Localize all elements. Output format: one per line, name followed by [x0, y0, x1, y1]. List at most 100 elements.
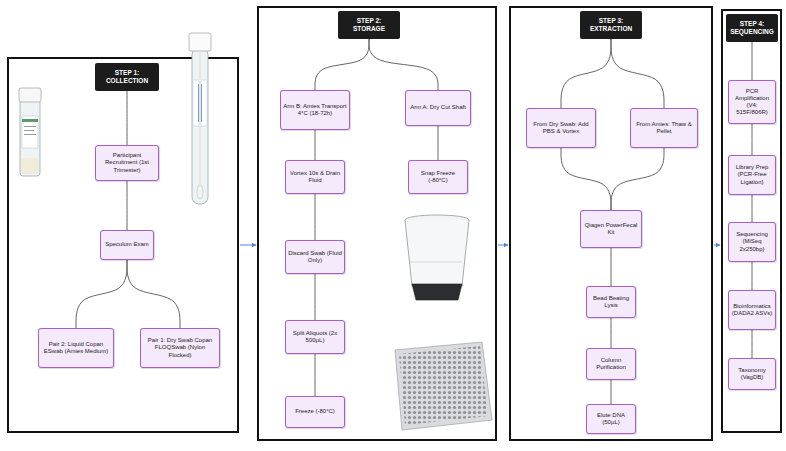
process-box: Arm B: Amies Transport 4°C (18-72h) — [280, 90, 350, 130]
connector-group — [752, 124, 753, 155]
cryo-tube — [405, 215, 469, 300]
tube-wall — [405, 220, 469, 286]
process-box: Split Aliquots (2x 500µL) — [285, 320, 345, 354]
connector-line — [611, 148, 664, 210]
flow-arrow — [714, 245, 720, 246]
step-panel — [722, 10, 781, 432]
step-panel — [510, 7, 712, 440]
connector-group — [315, 39, 369, 90]
connector-line — [76, 260, 127, 328]
connector-line — [752, 124, 753, 155]
tube-body — [192, 48, 208, 204]
tube-cap — [412, 284, 462, 300]
process-box: From Amies: Thaw & Pellet — [630, 108, 698, 148]
box-text: From Dry Swab: Add PBS & Vortex — [529, 121, 593, 135]
connector-line — [438, 126, 439, 160]
connector-group — [315, 194, 316, 240]
process-box: Pair 2: Liquid Copan ESwab (Amies Medium… — [38, 328, 114, 368]
process-box: Elute DNA (50µL) — [586, 404, 636, 434]
box-text: Arm A: Dry Cut Shaft — [410, 104, 466, 111]
connector-line — [561, 148, 611, 210]
connector-group — [315, 274, 316, 320]
process-box: Taxonomy (VagDB) — [728, 358, 776, 390]
box-text: Arm B: Amies Transport 4°C (18-72h) — [283, 103, 347, 117]
connector-line — [611, 380, 612, 404]
box-text: Column Purification — [589, 357, 633, 371]
box-text: Sequencing (MiSeq 2x250bp) — [731, 231, 773, 253]
box-text: Discard Swab (Fluid Only) — [288, 250, 342, 264]
connector-group — [611, 248, 612, 286]
rack-frame — [395, 342, 492, 430]
step-header: STEP 4: SEQUENCING — [726, 14, 778, 42]
flow-arrow — [498, 245, 508, 246]
process-box: Snap Freeze (-80°C) — [408, 160, 468, 194]
swab-tip — [197, 185, 203, 199]
connector-group — [752, 330, 753, 358]
vial-label — [22, 116, 38, 148]
connector-line — [752, 42, 753, 80]
connector-group — [752, 195, 753, 222]
header-text: STEP 4: SEQUENCING — [729, 20, 775, 36]
box-text: Snap Freeze (-80°C) — [411, 170, 465, 184]
box-text: Freeze (-80°C) — [295, 408, 335, 415]
tube-line — [410, 262, 462, 263]
header-text: STEP 1: COLLECTION — [98, 69, 156, 85]
connector-group — [127, 260, 180, 328]
swab-shaft — [199, 51, 201, 188]
connector-line — [127, 181, 128, 230]
flow-arrow — [240, 245, 256, 246]
process-box: Discard Swab (Fluid Only) — [285, 240, 345, 274]
process-box: Freeze (-80°C) — [285, 396, 345, 428]
box-text: Split Aliquots (2x 500µL) — [288, 330, 342, 344]
process-box: PCR Amplification (V4: 515F/806R) — [728, 80, 776, 124]
rack-wells — [399, 346, 488, 425]
storage-rack — [395, 342, 492, 430]
box-text: Vortex 10s & Drain Fluid — [288, 170, 342, 184]
connector-group — [127, 181, 128, 230]
process-box: Vortex 10s & Drain Fluid — [285, 160, 345, 194]
connector-line — [752, 195, 753, 222]
connector-group — [315, 130, 316, 160]
connector-line — [561, 39, 611, 108]
connector-line — [752, 330, 753, 358]
process-box: Column Purification — [586, 348, 636, 380]
box-text: From Amies: Thaw & Pellet — [633, 121, 695, 135]
connector-group — [127, 91, 128, 145]
box-text: Pair 2: Liquid Copan ESwab (Amies Medium… — [41, 341, 111, 355]
connector-group — [76, 260, 127, 328]
process-box: Arm A: Dry Cut Shaft — [405, 90, 471, 126]
tube-cap — [189, 33, 211, 51]
vial-label-print — [24, 134, 36, 135]
box-text: Qiagen PowerFecal Kit — [583, 222, 639, 236]
vial-label-band — [22, 119, 38, 122]
vial-body — [20, 100, 40, 176]
connector-group — [752, 42, 753, 80]
eswab-vial — [19, 88, 41, 176]
connector-group — [752, 262, 753, 290]
connector-line — [611, 39, 664, 108]
connector-group — [611, 148, 664, 210]
connector-line — [752, 262, 753, 290]
box-text: Elute DNA (50µL) — [589, 412, 633, 426]
floqswab-tube — [189, 33, 211, 204]
vial-cap — [19, 88, 41, 102]
step-header: STEP 3: EXTRACTION — [580, 11, 642, 39]
step-header: STEP 1: COLLECTION — [95, 63, 159, 91]
process-box: Sequencing (MiSeq 2x250bp) — [728, 222, 776, 262]
box-text: Library Prep (PCR-Free Ligation) — [731, 164, 773, 186]
connector-group — [611, 380, 612, 404]
connector-group — [369, 39, 438, 90]
connector-group — [561, 148, 611, 210]
box-text: Participant Recruitment (1st Trimester) — [98, 152, 156, 174]
box-text: Taxonomy (VagDB) — [731, 367, 773, 381]
connector-group — [315, 354, 316, 396]
connector-line — [611, 318, 612, 348]
vial-label-print — [24, 130, 34, 131]
process-box: Participant Recruitment (1st Trimester) — [95, 145, 159, 181]
connector-line — [127, 91, 128, 145]
box-text: Bead Beating Lysis — [589, 295, 633, 309]
connector-line — [369, 39, 438, 90]
connector-group — [611, 318, 612, 348]
step-panel — [258, 7, 496, 440]
